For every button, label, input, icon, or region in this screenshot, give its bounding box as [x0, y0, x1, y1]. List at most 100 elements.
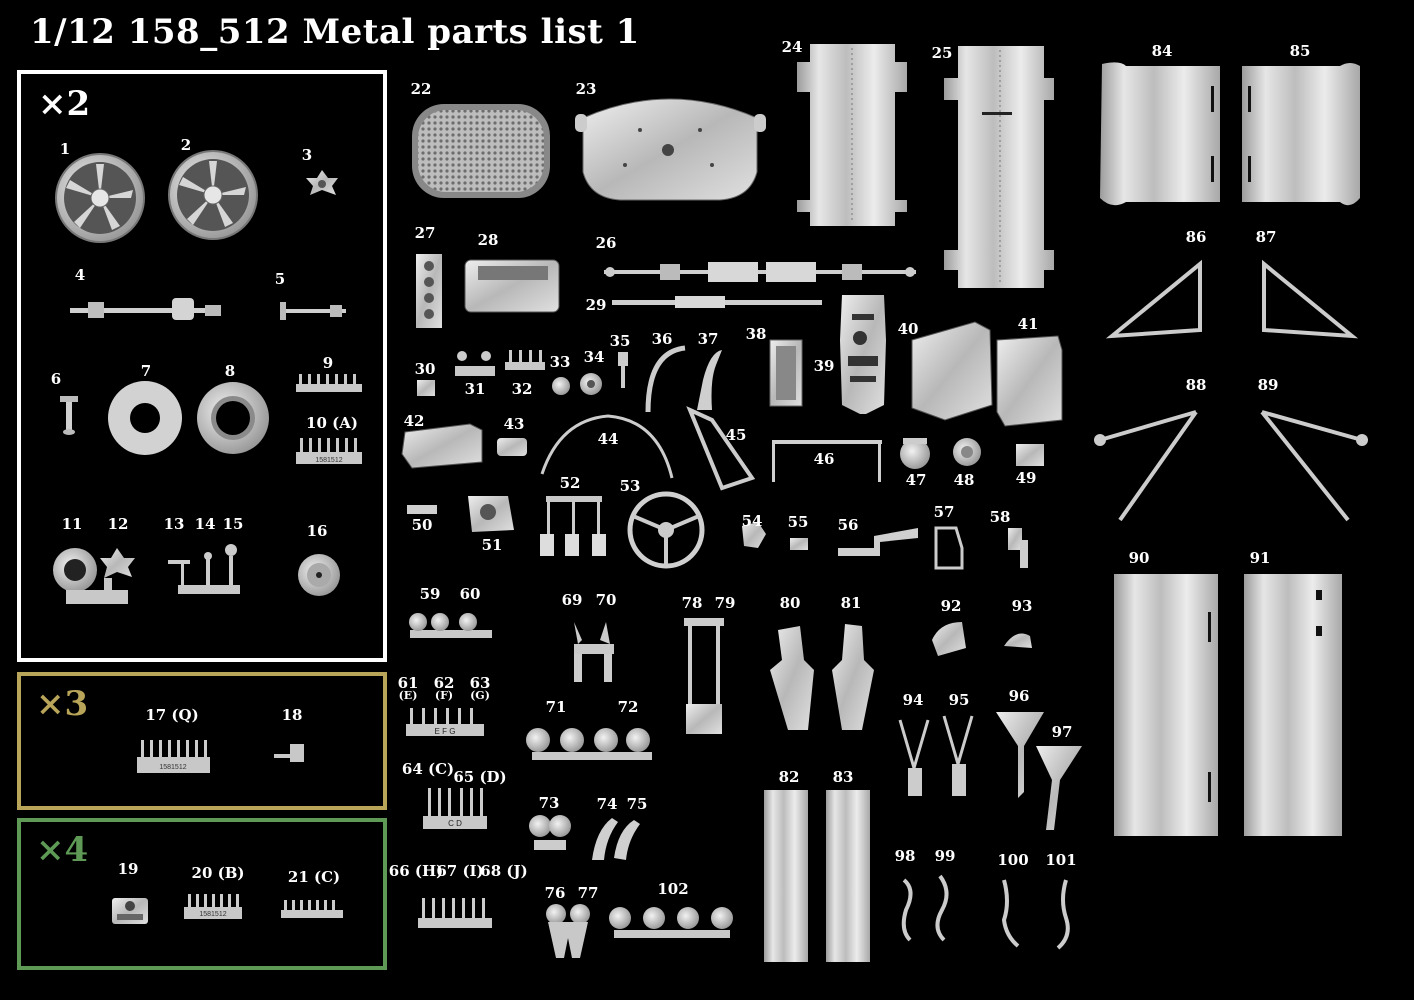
label-93: 93	[1011, 597, 1033, 615]
page-title: 1/12 158_512 Metal parts list 1	[30, 12, 640, 52]
link-89	[1260, 410, 1368, 522]
sprue-21	[281, 900, 343, 918]
part-78-79	[684, 618, 724, 734]
label-55: 55	[787, 513, 809, 531]
label-61: 61	[397, 674, 419, 692]
label-20: 20 (B)	[191, 864, 245, 882]
label-86: 86	[1185, 228, 1207, 246]
label-34: 34	[583, 348, 605, 366]
label-91: 91	[1249, 549, 1271, 567]
label-15: 15	[222, 515, 244, 533]
radiator-23	[575, 98, 766, 201]
label-12: 12	[107, 515, 129, 533]
floor-panel-25	[944, 46, 1054, 288]
label-4: 4	[74, 266, 86, 284]
part-55	[790, 538, 808, 550]
pipe-36	[645, 345, 686, 413]
label-41: 41	[1017, 315, 1039, 333]
rod-29	[612, 296, 822, 308]
wishbone-87	[1262, 259, 1359, 339]
label-75: 75	[626, 795, 648, 813]
label-67: 67 (I)	[436, 862, 484, 880]
label-65: 65 (D)	[453, 768, 507, 786]
label-42: 42	[403, 412, 425, 430]
label-81: 81	[840, 594, 862, 612]
label-17: 17 (Q)	[145, 706, 199, 724]
label-77: 77	[577, 884, 599, 902]
hoop-37	[697, 350, 722, 410]
label-71: 71	[545, 698, 567, 716]
sprue-64-stamp: C D	[448, 819, 462, 828]
label-97: 97	[1051, 723, 1073, 741]
cap-47	[900, 438, 930, 469]
label-87: 87	[1255, 228, 1277, 246]
part-69-70	[574, 622, 614, 682]
label-22: 22	[410, 80, 432, 98]
sprue-102	[609, 907, 733, 938]
upright-81	[832, 624, 874, 730]
group-x4-frame	[17, 818, 387, 970]
sprue-13-15	[168, 544, 240, 594]
wire-44	[540, 414, 674, 479]
cap-33	[552, 377, 570, 395]
label-40: 40	[897, 320, 919, 338]
sprue-66-68	[418, 898, 492, 928]
label-28: 28	[477, 231, 499, 249]
cover-40	[911, 321, 993, 421]
label-92: 92	[940, 597, 962, 615]
sprue-32	[505, 350, 545, 370]
sprue-20: 1581512	[184, 894, 242, 919]
panel-85	[1242, 63, 1360, 206]
wheel-2	[168, 150, 258, 240]
disc-7	[108, 381, 182, 455]
part-54	[742, 522, 766, 548]
label-14: 14	[194, 515, 216, 533]
label-8: 8	[224, 362, 236, 380]
part-76-77	[546, 904, 590, 958]
lamp-92	[932, 622, 966, 656]
bolt-50	[407, 505, 437, 514]
label-46: 46	[813, 450, 835, 468]
label-89: 89	[1257, 376, 1279, 394]
label-49: 49	[1015, 469, 1037, 487]
label-7: 7	[140, 362, 152, 380]
label-25: 25	[931, 44, 953, 62]
group-x3-label: ×3	[36, 684, 89, 724]
knock-off-3	[306, 170, 338, 195]
label-82: 82	[778, 768, 800, 786]
part-74-75	[592, 818, 640, 860]
label-38: 38	[745, 325, 767, 343]
label-54: 54	[741, 512, 763, 530]
label-73: 73	[538, 794, 560, 812]
group-x2-label: ×2	[38, 84, 91, 124]
label-64: 64 (C)	[401, 760, 455, 778]
label-79: 79	[714, 594, 736, 612]
tank-41	[996, 335, 1063, 427]
shaft-5	[280, 302, 346, 320]
label-62: 62	[433, 674, 455, 692]
part-93	[1004, 633, 1032, 648]
part-19	[112, 898, 148, 924]
sprue-20-stamp: 1581512	[199, 911, 226, 918]
label-76: 76	[544, 884, 566, 902]
group-x2-frame	[17, 70, 387, 662]
label-70: 70	[595, 591, 617, 609]
sprue-71-72	[526, 728, 652, 760]
label-74: 74	[596, 795, 618, 813]
label-85: 85	[1289, 42, 1311, 60]
sprue-61-63: E F G	[406, 708, 484, 736]
sprue-17: 1581512	[137, 740, 210, 773]
housing-51	[468, 496, 514, 532]
steering-wheel-53	[627, 491, 705, 569]
label-52: 52	[559, 474, 581, 492]
box-38	[769, 339, 803, 407]
part-42	[401, 423, 483, 469]
panel-83	[826, 790, 870, 962]
label-83: 83	[832, 768, 854, 786]
axle-26	[604, 262, 916, 282]
label-48: 48	[953, 471, 975, 489]
pipe-100	[1001, 879, 1020, 948]
label-84: 84	[1151, 42, 1173, 60]
hub-11	[53, 548, 128, 604]
